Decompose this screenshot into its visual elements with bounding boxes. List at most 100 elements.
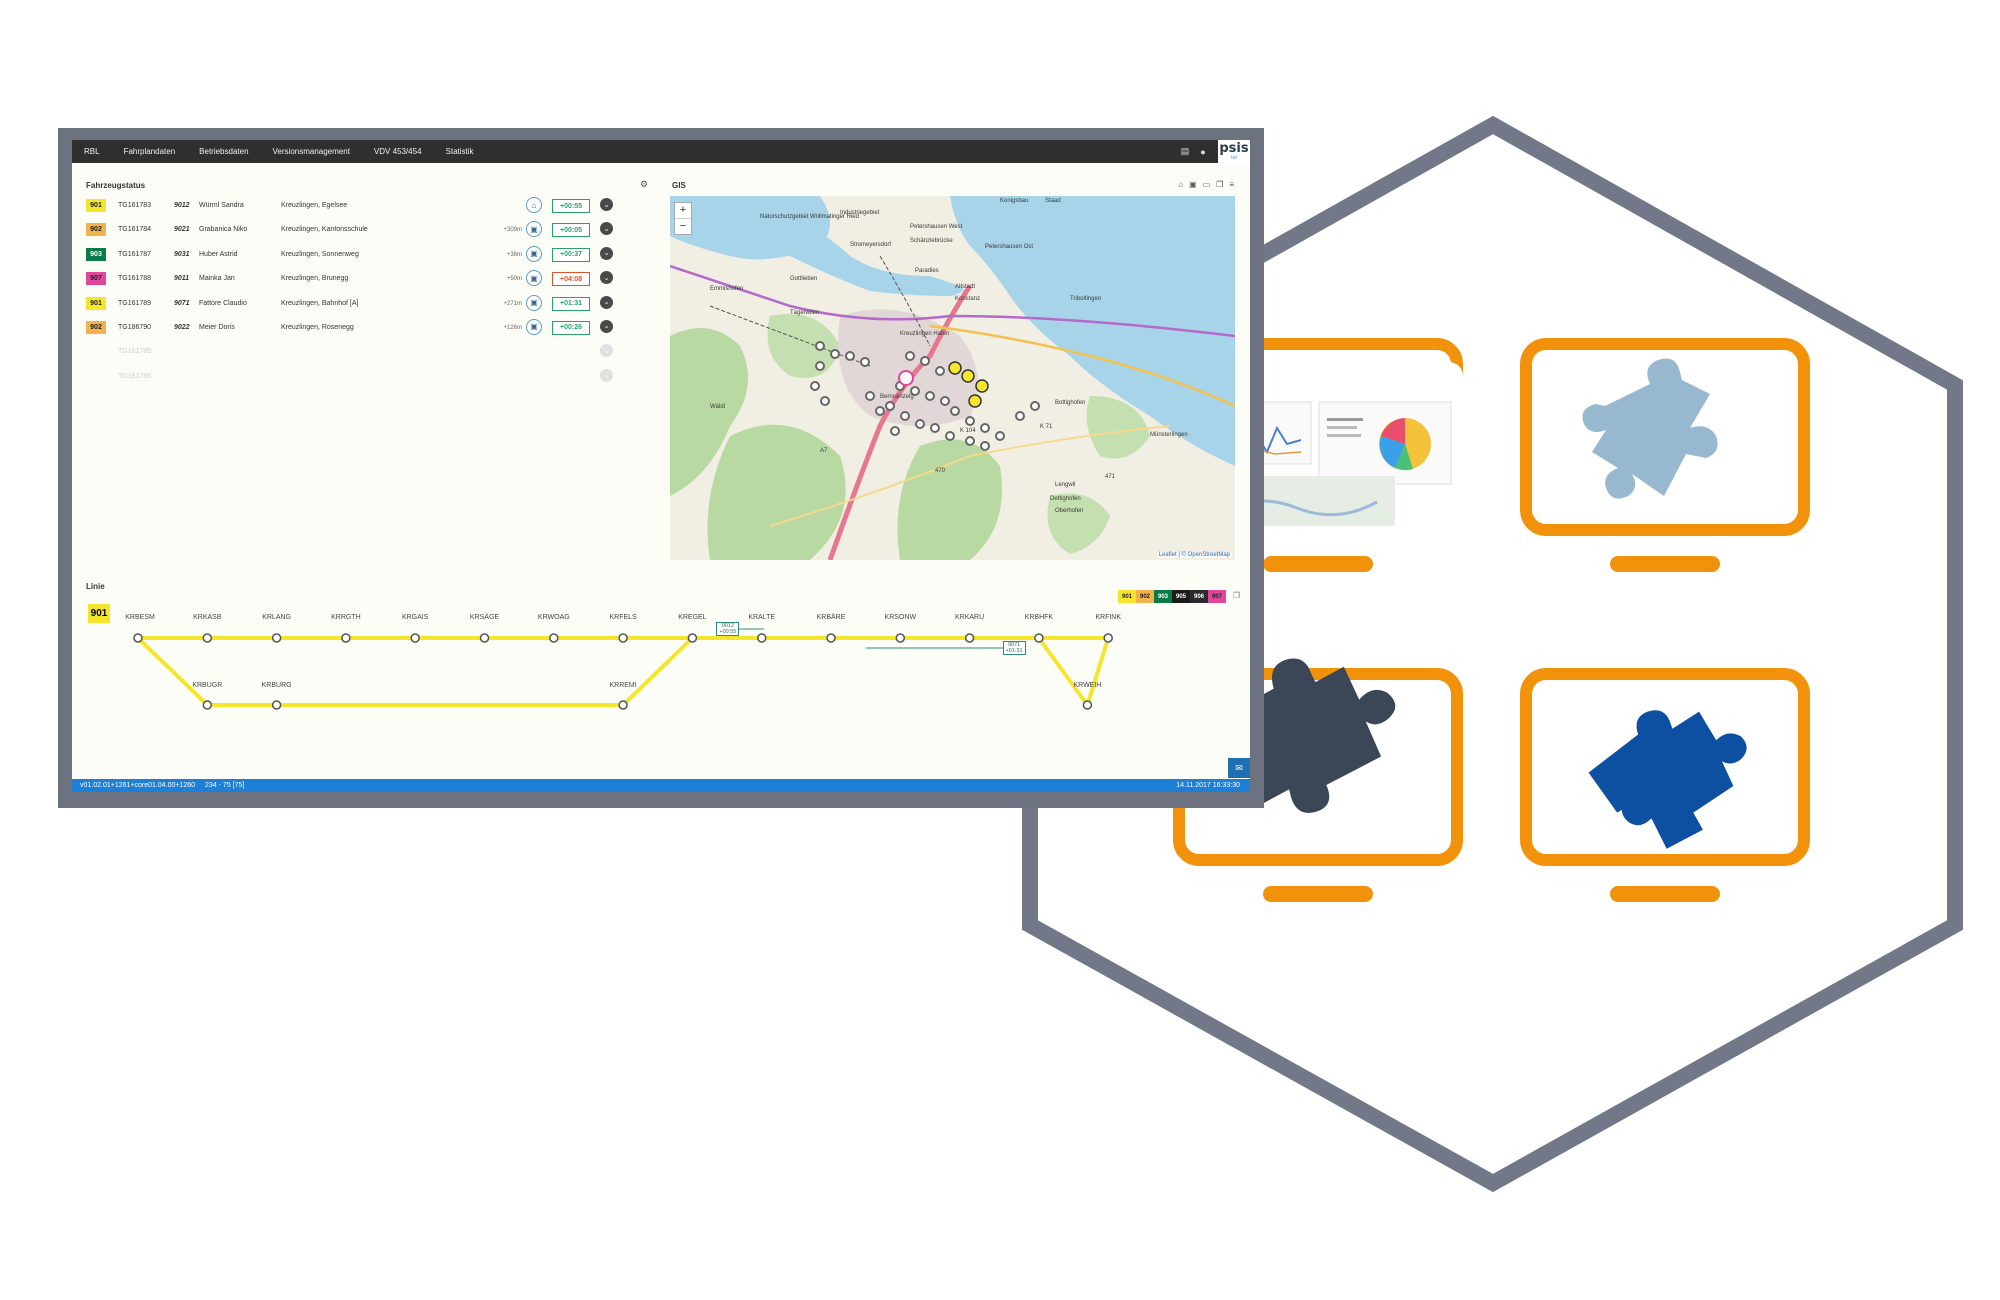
station-node[interactable] [549, 633, 559, 643]
user-icon[interactable]: ● [1200, 146, 1206, 157]
trip-id: TG161789 [118, 299, 152, 307]
bus-icon[interactable]: ▣ [526, 221, 542, 238]
home-icon[interactable]: ⌂ [526, 197, 542, 213]
map-place-label: Altstadt [955, 284, 976, 290]
nav-item-fahrplandaten[interactable]: Fahrplandaten [123, 147, 176, 156]
map-place-label: Stromeyersdorf [850, 242, 892, 248]
chevron-down-icon[interactable]: ⌄ [600, 198, 613, 211]
chevron-down-icon[interactable]: ⌄ [600, 344, 613, 358]
station-node[interactable] [618, 633, 628, 643]
distance-text: +50m [506, 276, 522, 283]
map-place-label: A7 [820, 448, 828, 454]
bus-icon[interactable]: ▣ [526, 245, 542, 262]
station-node[interactable] [756, 633, 767, 643]
monitor-stand [1610, 886, 1720, 902]
station-node[interactable] [826, 633, 836, 643]
station-node[interactable] [410, 633, 420, 643]
station-node[interactable] [133, 633, 143, 643]
map-place-label: 470 [935, 468, 946, 474]
current-stop: Kreuzlingen, Egelsee [281, 202, 348, 209]
trip-id: TG161785 [118, 348, 152, 356]
line-chip[interactable]: 902 [1136, 590, 1154, 603]
chevron-down-icon[interactable]: ⌄ [600, 271, 613, 285]
nav-item-betriebsdaten[interactable]: Betriebsdaten [199, 147, 249, 156]
nav-item-rbl[interactable]: RBL [84, 147, 100, 156]
datetime-text: 14.11.2017 16:33:30 [1176, 782, 1240, 789]
trip-id: TG161783 [118, 202, 152, 209]
line-chip[interactable]: 901 [1118, 590, 1136, 603]
vehicle-number: 9031 [174, 250, 190, 258]
copy-icon[interactable]: ❐ [1232, 591, 1240, 600]
station-node[interactable] [479, 633, 490, 643]
delay-badge: +00:05 [552, 223, 590, 238]
chevron-down-icon[interactable]: ⌄ [600, 222, 613, 236]
zoom-out-button[interactable]: − [675, 218, 691, 234]
chevron-down-icon[interactable]: ⌄ [600, 319, 613, 333]
vehicle-position-tag[interactable]: 9071+01:31 [1002, 641, 1026, 655]
station-node[interactable] [202, 700, 213, 710]
map-place-label: K 104 [960, 428, 976, 434]
book-icon[interactable]: ▤ [1180, 146, 1190, 156]
copy-icon[interactable]: ❐ [1216, 180, 1224, 189]
bus-icon[interactable]: ▣ [1189, 180, 1197, 189]
station-label: KRREMI [609, 682, 637, 689]
station-label: KRWOAG [537, 614, 570, 621]
zoom-in-button[interactable]: + [679, 204, 687, 216]
bus-icon[interactable]: ▣ [526, 294, 542, 311]
vehicle-row-inactive[interactable]: TG161785 ⌄ [86, 341, 646, 365]
line-chip[interactable]: 906 [1190, 590, 1208, 603]
station-node[interactable] [895, 633, 906, 643]
station-node[interactable] [341, 633, 351, 643]
map-place-label: K 71 [1040, 424, 1053, 430]
chevron-down-icon[interactable]: ⌄ [600, 368, 613, 382]
map-place-label: 471 [1105, 474, 1116, 480]
line-chip[interactable]: 907 [1208, 590, 1226, 603]
map-place-label: Tägerwilen [790, 310, 820, 316]
menu-icon[interactable]: ≡ [1229, 180, 1234, 189]
vehicle-row-inactive[interactable]: TG161786⌄ [86, 366, 646, 390]
station-node[interactable] [618, 700, 628, 710]
home-icon[interactable]: ⌂ [1178, 180, 1184, 189]
monitor-stand [1610, 556, 1720, 572]
nav-item-statistik[interactable]: Statistik [445, 147, 474, 156]
nav-item-versionsmanagement[interactable]: Versionsmanagement [272, 147, 350, 156]
line-chip[interactable]: 905 [1172, 590, 1190, 603]
station-node[interactable] [271, 700, 282, 710]
station-label: KRLANG [262, 614, 291, 621]
map-attribution[interactable]: Leaflet | © OpenStreetMap [1156, 552, 1232, 558]
chat-icon[interactable]: ✉ [1228, 758, 1250, 778]
station-label: KREGEL [678, 614, 707, 621]
map-layer-icon[interactable]: ▭ [1202, 180, 1211, 189]
company-logo: psis bd [1218, 140, 1250, 165]
station-node[interactable] [964, 633, 975, 643]
chevron-down-icon[interactable]: ⌄ [600, 246, 613, 260]
map-place-label: Petershausen West [910, 224, 963, 230]
bus-icon[interactable]: ▣ [526, 270, 542, 287]
distance-text: +126m [503, 324, 522, 331]
gear-icon[interactable]: ⚙ [640, 179, 649, 189]
line-chip[interactable]: 903 [1154, 590, 1172, 603]
station-node[interactable] [202, 633, 213, 643]
station-label: KRKARU [955, 614, 985, 621]
top-navigation-bar: RBL Fahrplandaten Betriebsdaten Versions… [72, 140, 1250, 165]
station-node[interactable] [687, 633, 698, 643]
station-node[interactable] [1103, 633, 1113, 643]
map-place-label: Wäldi [710, 404, 726, 410]
station-node[interactable] [1082, 700, 1093, 710]
vehicle-position-tag[interactable]: 9012+00:55 [716, 622, 740, 636]
station-node[interactable] [1034, 633, 1044, 643]
map-place-label: Bottighofen [1055, 400, 1086, 406]
nav-item-vdv[interactable]: VDV 453/454 [373, 147, 422, 156]
chevron-down-icon[interactable]: ⌄ [600, 295, 613, 309]
bus-icon[interactable]: ▣ [526, 318, 542, 335]
station-node[interactable] [271, 633, 282, 643]
